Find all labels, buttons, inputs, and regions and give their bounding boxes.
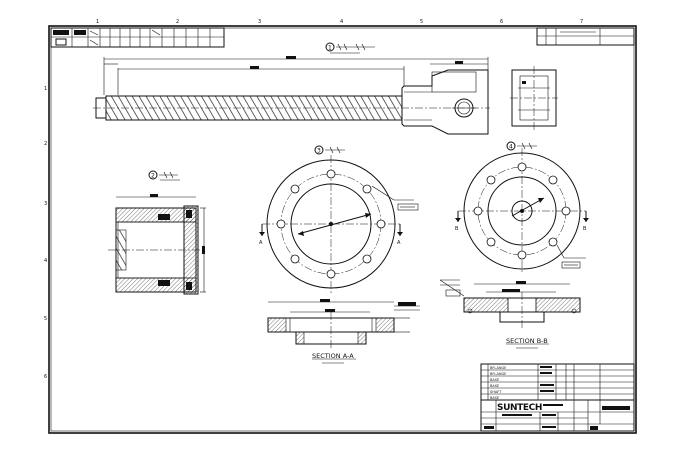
view-4-number: 4 xyxy=(509,144,513,151)
section-b-marker-left: B xyxy=(455,226,459,232)
view-1-tag: 1 xyxy=(325,42,375,54)
view-4-tag: 4 xyxy=(506,141,537,151)
view-3-flange-a: 3 A A xyxy=(259,145,420,364)
border-left-4: 4 xyxy=(44,258,47,264)
material-row-1: BFLANGE xyxy=(490,366,506,370)
section-a-title: SECTION A-A xyxy=(312,352,354,360)
company-logo: SUNTECH xyxy=(497,403,542,413)
material-list: BFLANGE BFLANGE BASE BASE SHAFT BASE xyxy=(481,364,634,401)
revision-table xyxy=(50,27,225,48)
view-2-number: 2 xyxy=(151,173,155,180)
border-left-1: 1 xyxy=(44,86,47,92)
section-b-marker-right: B xyxy=(583,226,587,232)
section-b-title: SECTION B-B xyxy=(506,337,548,345)
section-a-cut-marks: A A xyxy=(259,224,403,246)
border-zone-labels: 1 2 3 4 5 6 7 1 2 3 4 5 6 xyxy=(44,19,583,380)
section-a-a-view: SECTION A-A xyxy=(267,299,420,364)
border-left-3: 3 xyxy=(44,201,47,207)
border-top-5: 5 xyxy=(420,19,423,25)
material-row-3: BASE xyxy=(490,378,499,382)
title-area: SUNTECH xyxy=(481,400,634,431)
section-a-marker-right: A xyxy=(397,240,401,246)
border-top-2: 2 xyxy=(176,19,179,25)
section-b-b-view: SECTION B-B xyxy=(439,279,581,349)
view-4-flange-b: 4 B B xyxy=(439,141,589,349)
border-top-4: 4 xyxy=(340,19,343,25)
material-row-5: SHAFT xyxy=(490,390,502,394)
sheet-frame xyxy=(48,25,637,434)
section-b-cut-marks: B B xyxy=(455,211,589,232)
view-1-number: 1 xyxy=(328,45,332,52)
view-2-tag: 2 xyxy=(148,170,180,181)
material-row-2: BFLANGE xyxy=(490,372,506,376)
title-block: BFLANGE BFLANGE BASE BASE SHAFT BASE SUN… xyxy=(480,363,635,432)
drawing-number-box xyxy=(536,27,635,46)
view-2-bushing: 2 xyxy=(108,170,206,295)
border-left-5: 5 xyxy=(44,316,47,322)
border-top-3: 3 xyxy=(258,19,261,25)
border-top-6: 6 xyxy=(500,19,503,25)
view-3-number: 3 xyxy=(317,148,321,155)
clevis-side-view xyxy=(510,66,558,130)
section-a-marker-left: A xyxy=(259,240,263,246)
material-row-4: BASE xyxy=(490,384,499,388)
material-row-6: BASE xyxy=(490,396,499,400)
border-left-6: 6 xyxy=(44,374,47,380)
view-3-tag: 3 xyxy=(314,145,345,155)
view-1-lead-screw: 1 xyxy=(93,42,490,135)
border-left-2: 2 xyxy=(44,141,47,147)
border-top-1: 1 xyxy=(96,19,99,25)
border-top-7: 7 xyxy=(580,19,583,25)
